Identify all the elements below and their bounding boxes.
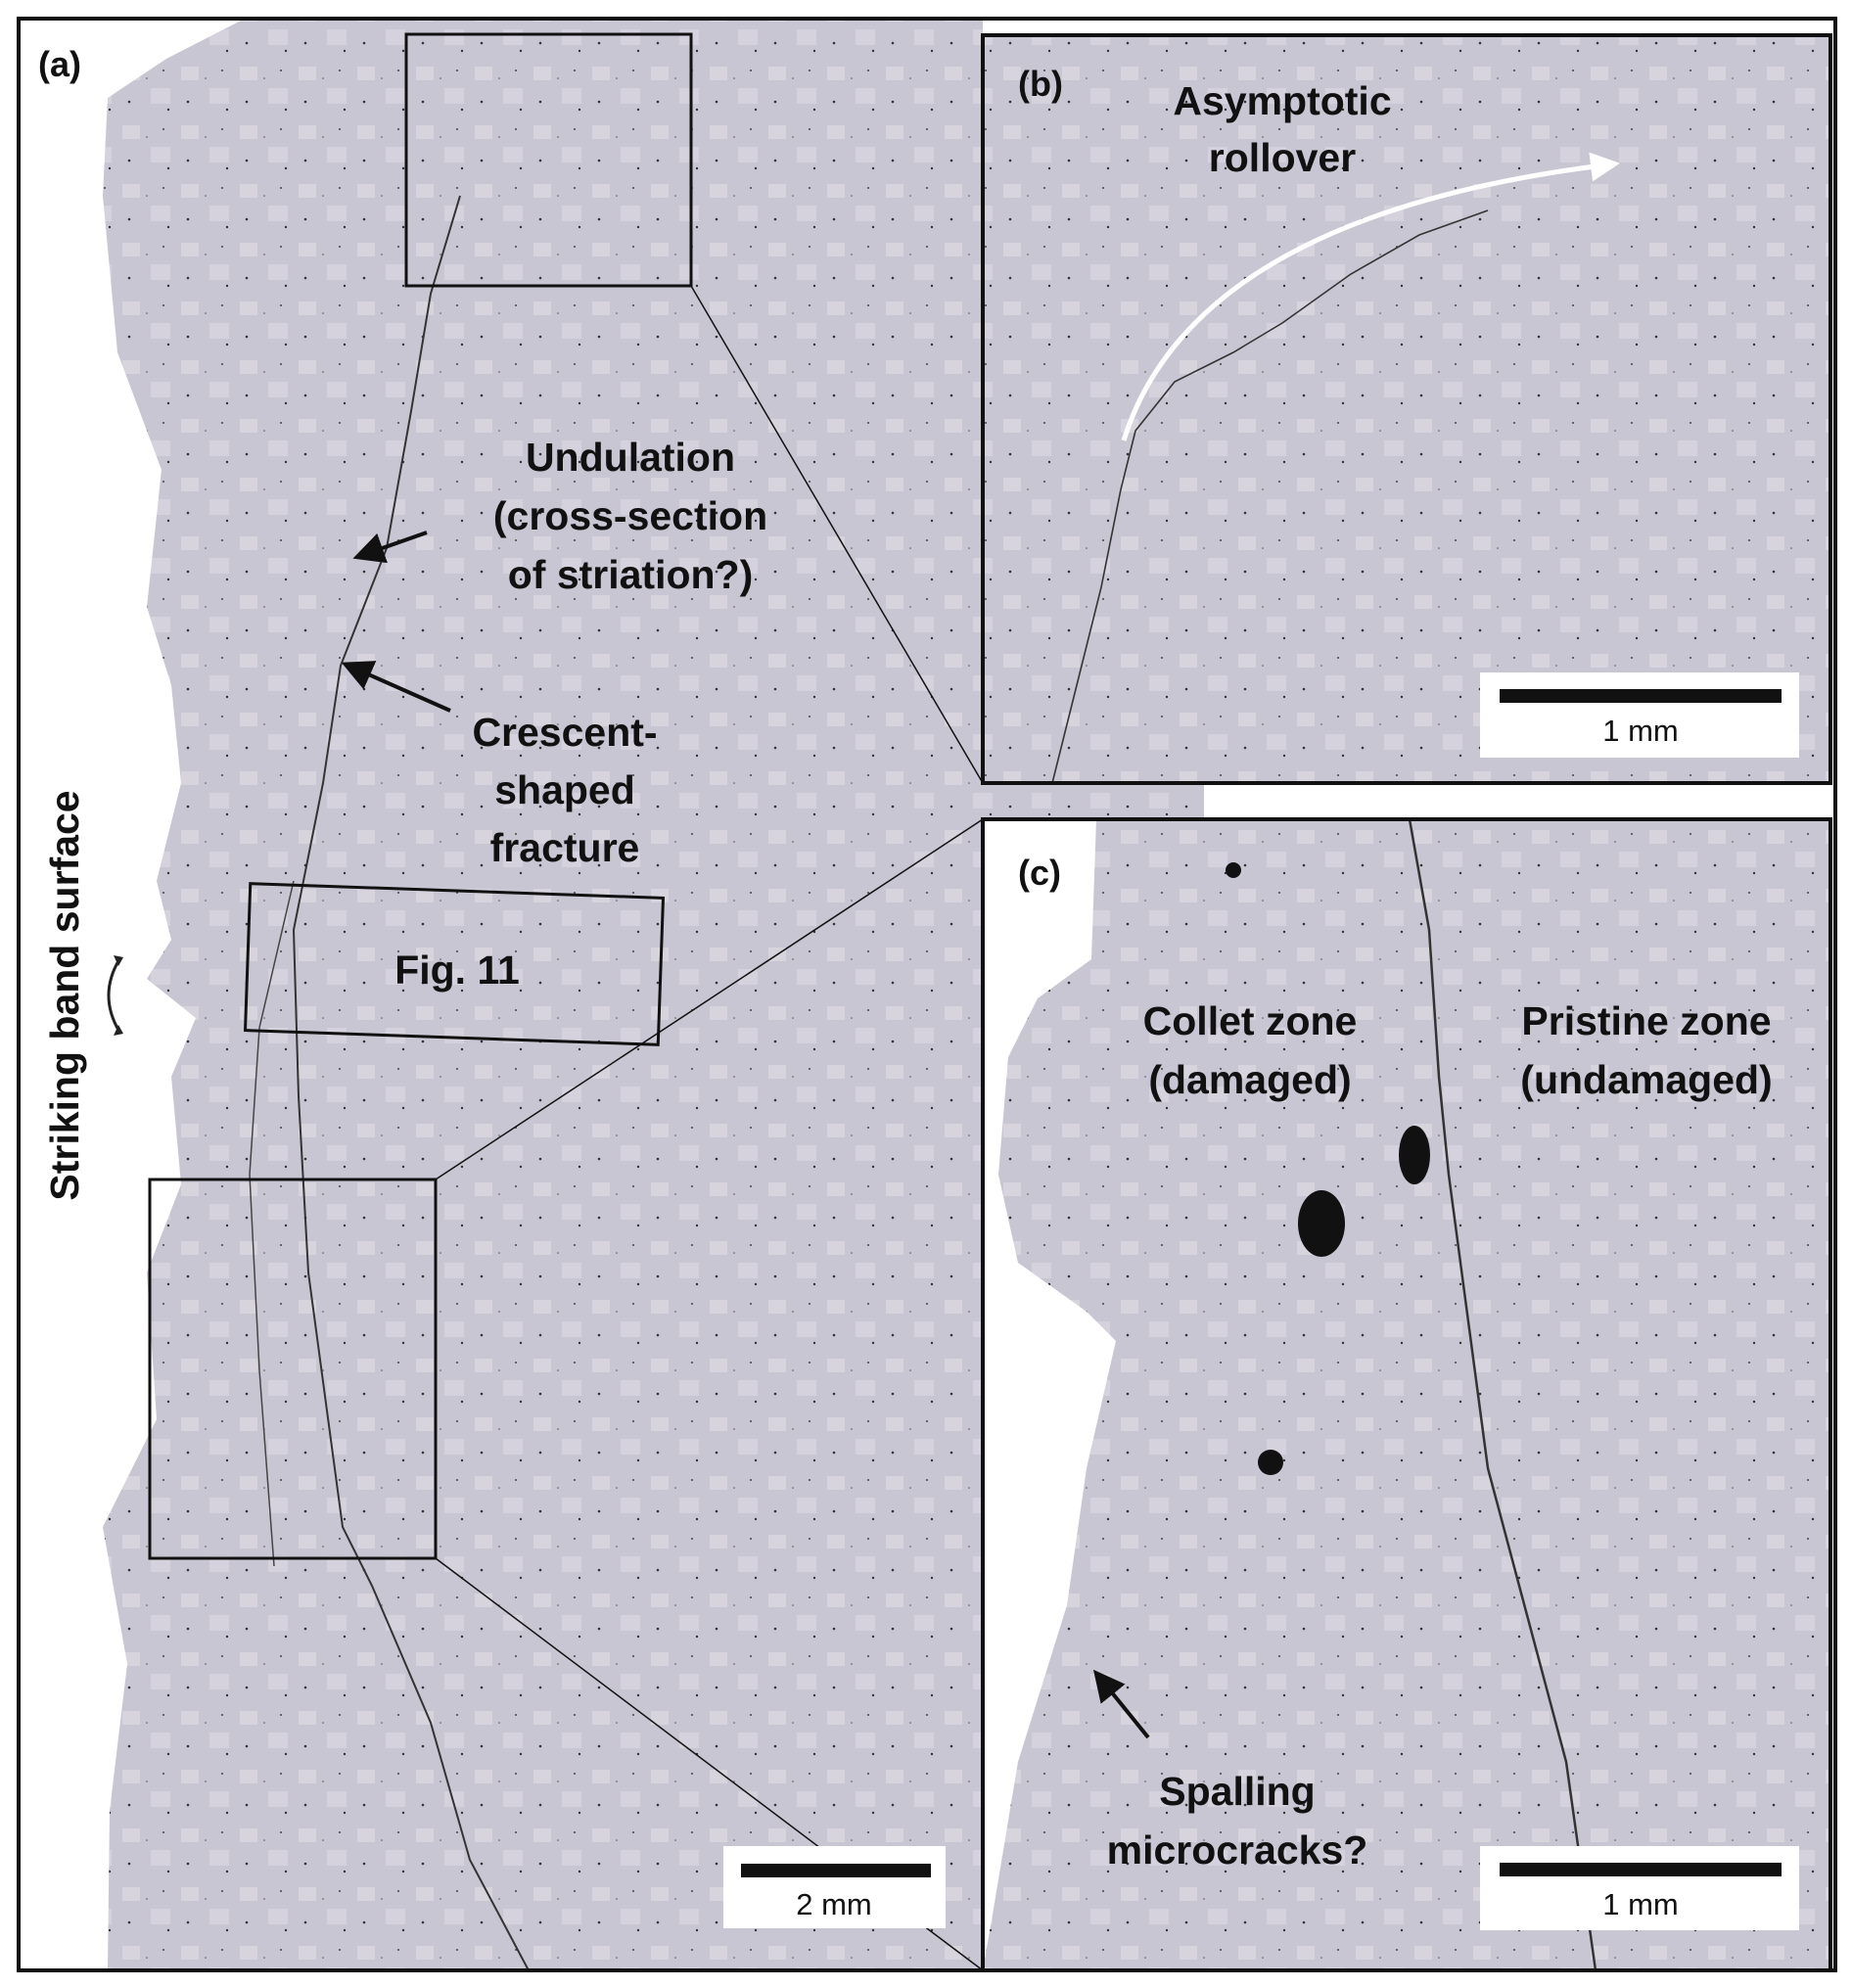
- inset-box-c: [148, 1178, 438, 1560]
- annotation-line: Undulation: [526, 435, 735, 480]
- collet-crack: [249, 880, 295, 1567]
- panel-a: (a) Striking band surface Undulation (cr…: [38, 19, 1204, 1971]
- scale-bar-c: 1 mm: [1480, 1846, 1799, 1930]
- annotation-line: rollover: [1209, 135, 1356, 180]
- fracture-line: [1051, 209, 1489, 784]
- inset-box-fig11: [243, 882, 666, 1046]
- annotation-line: Pristine zone: [1521, 998, 1771, 1043]
- panel-c-label: (c): [1018, 853, 1061, 893]
- crescent-annotation: Crescent- shaped fracture: [341, 661, 658, 870]
- undulation-annotation: Undulation (cross-section of striation?): [352, 435, 767, 597]
- annotation-line: Collet zone: [1143, 998, 1358, 1043]
- scale-bar-label: 1 mm: [1602, 1887, 1679, 1921]
- panel-b-image: [983, 35, 1830, 783]
- fracture-line: [292, 195, 530, 1971]
- rotation-arc-icon: [107, 958, 121, 1033]
- annotation-line: fracture: [490, 825, 640, 870]
- scale-bar-b: 1 mm: [1480, 672, 1799, 758]
- arrow-icon: [1092, 1669, 1150, 1739]
- inset-box-b: [404, 32, 693, 288]
- connector-line: [435, 818, 984, 1180]
- arrow-icon: [341, 661, 451, 713]
- scale-bar-label: 2 mm: [796, 1887, 872, 1921]
- void-region: [983, 819, 1116, 1970]
- scale-bar-label: 1 mm: [1602, 714, 1679, 748]
- panel-b: (b) Asymptotic rollover 1 mm: [981, 33, 1832, 785]
- figure-border: [17, 17, 1837, 1972]
- annotation-line: (cross-section: [493, 493, 767, 538]
- annotation-line: of striation?): [508, 552, 754, 597]
- panel-b-label: (b): [1018, 64, 1063, 104]
- annotation-line: Spalling: [1159, 1769, 1315, 1814]
- connector-line: [690, 285, 984, 784]
- annotation-line: shaped: [494, 767, 635, 812]
- striking-band-label: Striking band surface: [42, 790, 87, 1200]
- pristine-boundary-crack: [1408, 818, 1597, 1971]
- annotation-line: Asymptotic: [1173, 78, 1391, 123]
- panel-a-specimen: [103, 19, 1204, 1970]
- annotation-line: (damaged): [1148, 1057, 1351, 1102]
- annotation-line: microcracks?: [1107, 1827, 1368, 1872]
- rollover-arrow-icon: [1121, 152, 1620, 441]
- panel-c-image: [983, 819, 1830, 1970]
- arrow-icon: [352, 531, 428, 564]
- annotation-line: (undamaged): [1520, 1057, 1772, 1102]
- scale-bar-a: 2 mm: [723, 1846, 946, 1928]
- panel-a-label: (a): [38, 44, 81, 84]
- annotation-line: Crescent-: [472, 710, 657, 755]
- panel-c: (c) Collet zone (damaged) Pristine zone …: [981, 817, 1832, 1972]
- fig11-label: Fig. 11: [394, 948, 520, 993]
